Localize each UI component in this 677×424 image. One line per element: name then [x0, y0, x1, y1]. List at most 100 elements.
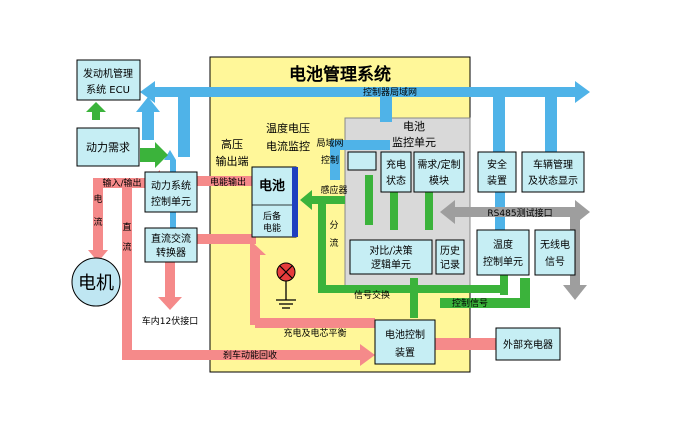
logic-to-battery-ctrl	[410, 278, 418, 318]
box-history: 历史 记录	[435, 239, 465, 275]
compare-logic-line1: 对比/决策	[369, 244, 412, 257]
box-power-demand-rect	[76, 127, 140, 167]
indicator-lamp-icon	[276, 262, 296, 282]
demand-module-line1: 需求/定制	[417, 158, 460, 171]
io-label: 输入/输出	[102, 177, 141, 189]
current-label-2: 流	[93, 216, 102, 228]
box-battery: 电池 后备 电能	[251, 166, 298, 238]
current-label-1: 电	[93, 193, 102, 205]
monitor-unit-line1: 电池	[403, 120, 425, 133]
regen-brake-arrow	[122, 344, 375, 366]
bus-drop-vehicle	[545, 97, 557, 152]
ecu-line1: 发动机管理	[83, 67, 133, 80]
box-history-rect	[435, 239, 465, 275]
dc-line	[122, 188, 132, 358]
battery-terminal	[292, 167, 298, 237]
charger-to-ctrl-arrow	[418, 332, 496, 356]
dcac-down-line	[165, 262, 175, 297]
regen-brake-label: 刹车动能回收	[223, 349, 277, 361]
dcac-line2: 转换器	[156, 246, 186, 259]
box-safety-rect	[477, 151, 517, 193]
compare-logic-line2: 逻辑单元	[371, 258, 411, 271]
car-12v-arrowhead	[158, 297, 182, 310]
charge-state-line2: 状态	[386, 174, 406, 187]
temp-ctrl-line2: 控制单元	[483, 255, 523, 268]
sensor-label: 感应器	[320, 184, 347, 196]
car-12v-label: 车内12伏接口	[142, 315, 198, 327]
ext-charger-text: 外部充电器	[503, 338, 553, 351]
dcac-feed	[193, 234, 256, 244]
box-compare-logic-rect	[349, 239, 433, 275]
box-vehicle-mgmt-rect	[521, 151, 585, 193]
control-signal-label: 控制信号	[452, 297, 488, 309]
history-line2: 记录	[440, 259, 460, 271]
history-line1: 历史	[440, 245, 460, 257]
wireless-line1: 无线电	[540, 238, 570, 251]
lan-ctrl-line1: 局域网	[316, 137, 343, 149]
bus-drop-safety	[493, 97, 505, 152]
control-signal-arrow	[440, 278, 530, 308]
vehicle-mgmt-line1: 车辆管理	[533, 158, 573, 171]
power-demand-text: 动力需求	[86, 141, 130, 154]
bus-horizontal-lan	[330, 140, 390, 150]
signal-exchange-label: 信号交换	[354, 289, 390, 301]
system-title: 电池管理系统	[289, 64, 391, 85]
bus-vertical-lan	[330, 140, 340, 180]
box-power-ctrl: 动力系统 控制单元	[144, 171, 198, 213]
battery-text: 电池	[259, 178, 285, 194]
motor-circle	[71, 257, 121, 307]
safety-line2: 装置	[487, 174, 507, 187]
ground-icon	[276, 281, 296, 309]
high-voltage-line1: 高压	[221, 137, 243, 151]
charge-balance-label: 充电及电芯平衡	[283, 327, 346, 339]
monitor-internal-3	[365, 175, 373, 225]
current-arrowhead	[88, 250, 108, 262]
power-output-label: 电能输出	[210, 176, 246, 188]
box-temp-ctrl: 温度 控制单元	[476, 229, 530, 276]
dc-label-2: 流	[122, 241, 131, 253]
battery-ctrl-line2: 装置	[395, 346, 415, 359]
can-bus-arrow	[140, 81, 590, 103]
rs485-drop-arrow	[563, 285, 587, 300]
demand-powerctrl-arrow	[140, 142, 168, 168]
box-dcac-rect	[144, 227, 198, 263]
vehicle-mgmt-line2: 及状态显示	[528, 174, 578, 187]
bus-arrow-power-demand	[136, 97, 160, 140]
shunt-label-2: 流	[329, 237, 338, 249]
box-demand-module: 需求/定制 模块	[413, 151, 465, 193]
box-vehicle-mgmt: 车辆管理 及状态显示	[521, 151, 585, 193]
box-lan-small	[347, 151, 377, 171]
motor: 电机	[71, 257, 121, 307]
bus-drop-monitor	[380, 97, 392, 122]
power-ctrl-line1: 动力系统	[151, 179, 191, 192]
shunt-line	[318, 200, 326, 290]
box-power-ctrl-rect	[144, 171, 198, 213]
safety-line1: 安全	[487, 158, 507, 171]
box-power-demand: 动力需求	[76, 127, 140, 167]
ecu-demand-arrow	[86, 102, 106, 120]
power-output-arrow	[148, 170, 252, 192]
box-compare-logic: 对比/决策 逻辑单元	[349, 239, 433, 275]
rs485-label: RS485测试接口	[487, 207, 552, 219]
box-charge-state-rect	[380, 151, 412, 193]
box-ext-charger-rect	[495, 327, 561, 361]
box-ecu-rect	[76, 59, 141, 101]
bus-drop-power-ctrl	[178, 97, 190, 157]
backup-line1: 后备	[263, 210, 281, 222]
temp-voltage-line1: 温度电压	[266, 121, 310, 135]
current-line	[93, 180, 103, 250]
ecu-line2: 系统 ECU	[86, 83, 130, 96]
box-battery-ctrl-rect	[374, 319, 436, 365]
shunt-label-1: 分	[329, 220, 338, 231]
lan-ctrl-line2: 控制	[321, 154, 339, 166]
box-demand-module-rect	[413, 151, 465, 193]
charge-balance-line	[255, 318, 375, 328]
dc-label-1: 直	[122, 221, 131, 233]
box-wireless: 无线电 信号	[534, 229, 576, 276]
charge-balance-arrowhead	[250, 240, 266, 325]
temp-link	[500, 275, 508, 295]
rs485-arrow	[440, 200, 590, 224]
box-lan-small-rect	[347, 151, 377, 171]
box-charge-state: 充电 状态	[380, 151, 412, 193]
